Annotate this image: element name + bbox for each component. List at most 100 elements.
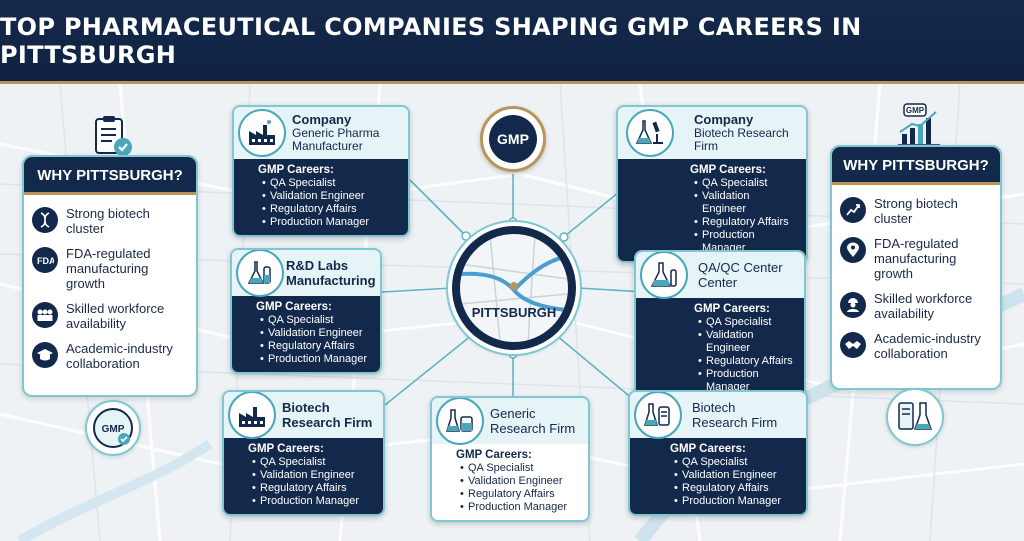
- list-item: Strong biotech cluster: [32, 201, 188, 241]
- career-item: Regulatory Affairs: [460, 488, 578, 501]
- lab-equipment-icon: [436, 398, 484, 445]
- card-title: R&D Labs: [286, 258, 349, 273]
- list-item: Strong biotech cluster: [840, 191, 992, 231]
- gmp-growth-chart-icon: GMP: [894, 100, 944, 150]
- list-item: FDA-regulated manufacturing growth: [840, 231, 992, 286]
- gmp-badge-icon: GMP: [85, 400, 141, 456]
- list-item-text: Academic-industry collaboration: [66, 341, 173, 371]
- career-item: Production Manager: [260, 353, 370, 366]
- careers-heading: GMP Careers:: [694, 303, 770, 315]
- list-item-text: Strong biotech cluster: [874, 196, 958, 226]
- list-item: FDA FDA-regulated manufacturing growth: [32, 241, 188, 296]
- career-item: QA Specialist: [674, 456, 796, 469]
- card-subtitle: Generic Pharma Manufacturer: [292, 126, 380, 153]
- card-biotech-research-firm-left: Biotech Research Firm GMP Careers: QA Sp…: [222, 390, 385, 516]
- career-item: QA Specialist: [694, 177, 796, 190]
- svg-text:FDA: FDA: [37, 256, 54, 266]
- card-title: Biotech: [282, 400, 330, 415]
- list-item-text: Strong biotech cluster: [66, 206, 150, 236]
- worker-icon: [840, 292, 866, 318]
- map-pin-icon: [840, 237, 866, 263]
- card-subtitle: Research Firm: [490, 421, 576, 436]
- career-item: Regulatory Affairs: [260, 340, 370, 353]
- handshake-icon: [840, 332, 866, 358]
- card-biotech-research-firm-right: Biotech Research Firm GMP Careers: QA Sp…: [628, 390, 808, 516]
- card-company-biotech-research-firm: Company Biotech Research Firm GMP Career…: [616, 105, 808, 263]
- card-subtitle: Research Firm: [282, 415, 373, 430]
- graduation-cap-icon: [32, 342, 58, 368]
- careers-heading: GMP Careers:: [248, 443, 324, 455]
- careers-heading: GMP Careers:: [670, 443, 746, 455]
- card-title: Company: [694, 112, 754, 127]
- right-why-pittsburgh-panel: WHY PITTSBURGH? Strong biotech cluster F…: [830, 145, 1002, 390]
- growth-icon: [840, 197, 866, 223]
- list-item: Academic-industry collaboration: [32, 336, 188, 376]
- career-item: Regulatory Affairs: [252, 482, 373, 495]
- flask-icon: [640, 252, 688, 299]
- career-item: Validation Engineer: [260, 327, 370, 340]
- card-title: Biotech: [692, 400, 736, 415]
- factory-icon: [228, 392, 276, 439]
- career-item: QA Specialist: [698, 316, 794, 329]
- card-generic-research-firm: Generic Research Firm GMP Careers: QA Sp…: [430, 396, 590, 522]
- page-title: TOP PHARMACEUTICAL COMPANIES SHAPING GMP…: [0, 12, 862, 69]
- career-item: QA Specialist: [262, 177, 398, 190]
- dna-icon: [32, 207, 58, 233]
- clipboard-check-icon: [88, 112, 136, 160]
- gmp-growth-label: GMP: [906, 106, 925, 115]
- right-panel-heading: WHY PITTSBURGH?: [832, 147, 1000, 185]
- career-item: Regulatory Affairs: [674, 482, 796, 495]
- career-item: Validation Engineer: [262, 190, 398, 203]
- pittsburgh-hub: PITTSBURGH: [452, 226, 576, 350]
- title-banner: TOP PHARMACEUTICAL COMPANIES SHAPING GMP…: [0, 0, 1024, 84]
- career-item: Regulatory Affairs: [698, 355, 794, 368]
- list-item: Skilled workforce availability: [840, 286, 992, 326]
- lab-equipment-icon: [634, 392, 682, 439]
- card-title: Generic: [490, 406, 536, 421]
- card-subtitle: Research Firm: [692, 415, 778, 430]
- list-item-text: Skilled workforce availability: [66, 301, 165, 331]
- left-why-pittsburgh-panel: WHY PITTSBURGH? Strong biotech cluster F…: [22, 155, 198, 397]
- list-item-text: Skilled workforce availability: [874, 291, 973, 321]
- career-item: Validation Engineer: [674, 469, 796, 482]
- card-qa-qc-center: QA/QC Center Center GMP Careers: QA Spec…: [634, 250, 806, 402]
- career-item: Production Manager: [674, 495, 796, 508]
- career-item: Validation Engineer: [698, 329, 794, 355]
- city-map-icon: PITTSBURGH: [460, 234, 568, 342]
- left-panel-heading: WHY PITTSBURGH?: [24, 157, 196, 195]
- flask-icon: [236, 250, 284, 297]
- career-item: QA Specialist: [460, 462, 578, 475]
- career-item: Production Manager: [460, 501, 578, 514]
- card-generic-pharma-manufacturer: Company Generic Pharma Manufacturer GMP …: [232, 105, 410, 237]
- list-item: Academic-industry collaboration: [840, 326, 992, 366]
- gmp-seal-icon: GMP: [480, 106, 546, 172]
- card-subtitle: Manufacturing: [286, 273, 376, 288]
- card-rd-labs-manufacturing: R&D Labs Manufacturing GMP Careers: QA S…: [230, 248, 382, 374]
- card-title: Company: [292, 112, 352, 127]
- list-item-text: FDA-regulated manufacturing growth: [874, 236, 959, 281]
- card-subtitle: Biotech Research Firm: [694, 126, 789, 153]
- card-title: QA/QC Center: [698, 260, 783, 275]
- career-item: Production Manager: [262, 216, 398, 229]
- list-item-text: Academic-industry collaboration: [874, 331, 981, 361]
- list-item: Skilled workforce availability: [32, 296, 188, 336]
- workforce-icon: [32, 302, 58, 328]
- career-item: Regulatory Affairs: [262, 203, 398, 216]
- careers-heading: GMP Careers:: [258, 164, 334, 176]
- career-item: Validation Engineer: [694, 190, 796, 216]
- career-item: Validation Engineer: [460, 475, 578, 488]
- careers-heading: GMP Careers:: [256, 301, 332, 313]
- career-item: Regulatory Affairs: [694, 216, 796, 229]
- card-subtitle: Center: [698, 275, 738, 290]
- career-item: QA Specialist: [252, 456, 373, 469]
- gmp-seal-label: GMP: [489, 115, 537, 163]
- career-item: Production Manager: [252, 495, 373, 508]
- hub-label: PITTSBURGH: [471, 305, 557, 320]
- gmp-badge-label: GMP: [102, 424, 125, 435]
- career-item: QA Specialist: [260, 314, 370, 327]
- careers-heading: GMP Careers:: [690, 164, 766, 176]
- fda-icon: FDA: [32, 247, 58, 273]
- careers-heading: GMP Careers:: [456, 449, 532, 461]
- list-item-text: FDA-regulated manufacturing growth: [66, 246, 151, 291]
- microscope-icon: [626, 109, 674, 157]
